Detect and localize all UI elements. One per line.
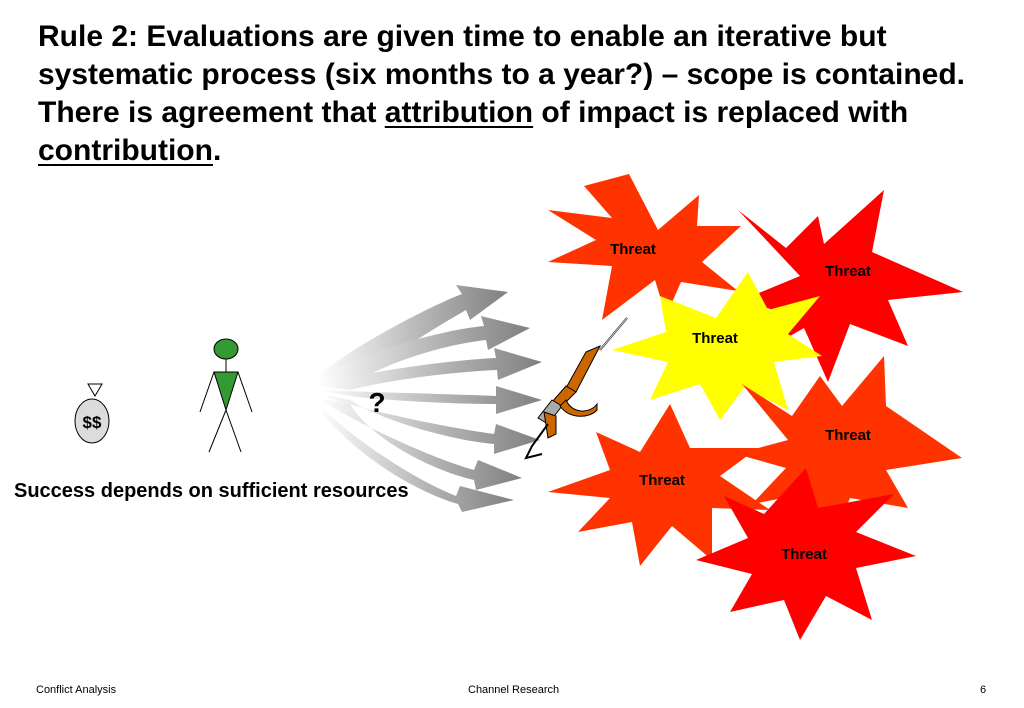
- footer-left: Conflict Analysis: [36, 684, 117, 696]
- money-bag-icon: $$: [74, 383, 110, 444]
- threat-label: Threat: [692, 330, 738, 347]
- explosion-icon: [548, 174, 963, 640]
- threat-burst-middle: [612, 272, 822, 420]
- rifle-icon: [524, 317, 628, 460]
- footer-page-number: 6: [980, 684, 987, 696]
- question-mark: ?: [368, 387, 385, 418]
- title-text-3: .: [212, 134, 222, 167]
- threat-label: Threat: [781, 546, 827, 563]
- threat-labels: Threat Threat Threat Threat Threat Threa…: [610, 241, 871, 563]
- money-label: $$: [83, 413, 102, 432]
- threat-label: Threat: [825, 263, 871, 280]
- threat-label: Threat: [639, 472, 685, 489]
- arrow-fan-icon: [318, 285, 542, 512]
- title-text-2: of impact is replaced with: [533, 96, 909, 129]
- slide-title: Rule 2: Evaluations are given time to en…: [38, 18, 998, 170]
- threat-burst-top: [548, 174, 741, 320]
- threat-label: Threat: [825, 427, 871, 444]
- threat-burst-lower-left: [548, 404, 770, 566]
- threat-burst-top-right: [738, 190, 963, 382]
- threat-burst-bottom: [696, 468, 916, 640]
- title-text-1: Rule 2: Evaluations are given time to en…: [38, 20, 965, 129]
- threat-label: Threat: [610, 241, 656, 258]
- caption-success-resources: Success depends on sufficient resources: [14, 480, 409, 502]
- title-underlined-attribution: attribution: [384, 96, 534, 129]
- person-icon: [199, 338, 253, 453]
- footer-center: Channel Research: [468, 684, 560, 696]
- title-underlined-contribution: contribution: [38, 134, 213, 167]
